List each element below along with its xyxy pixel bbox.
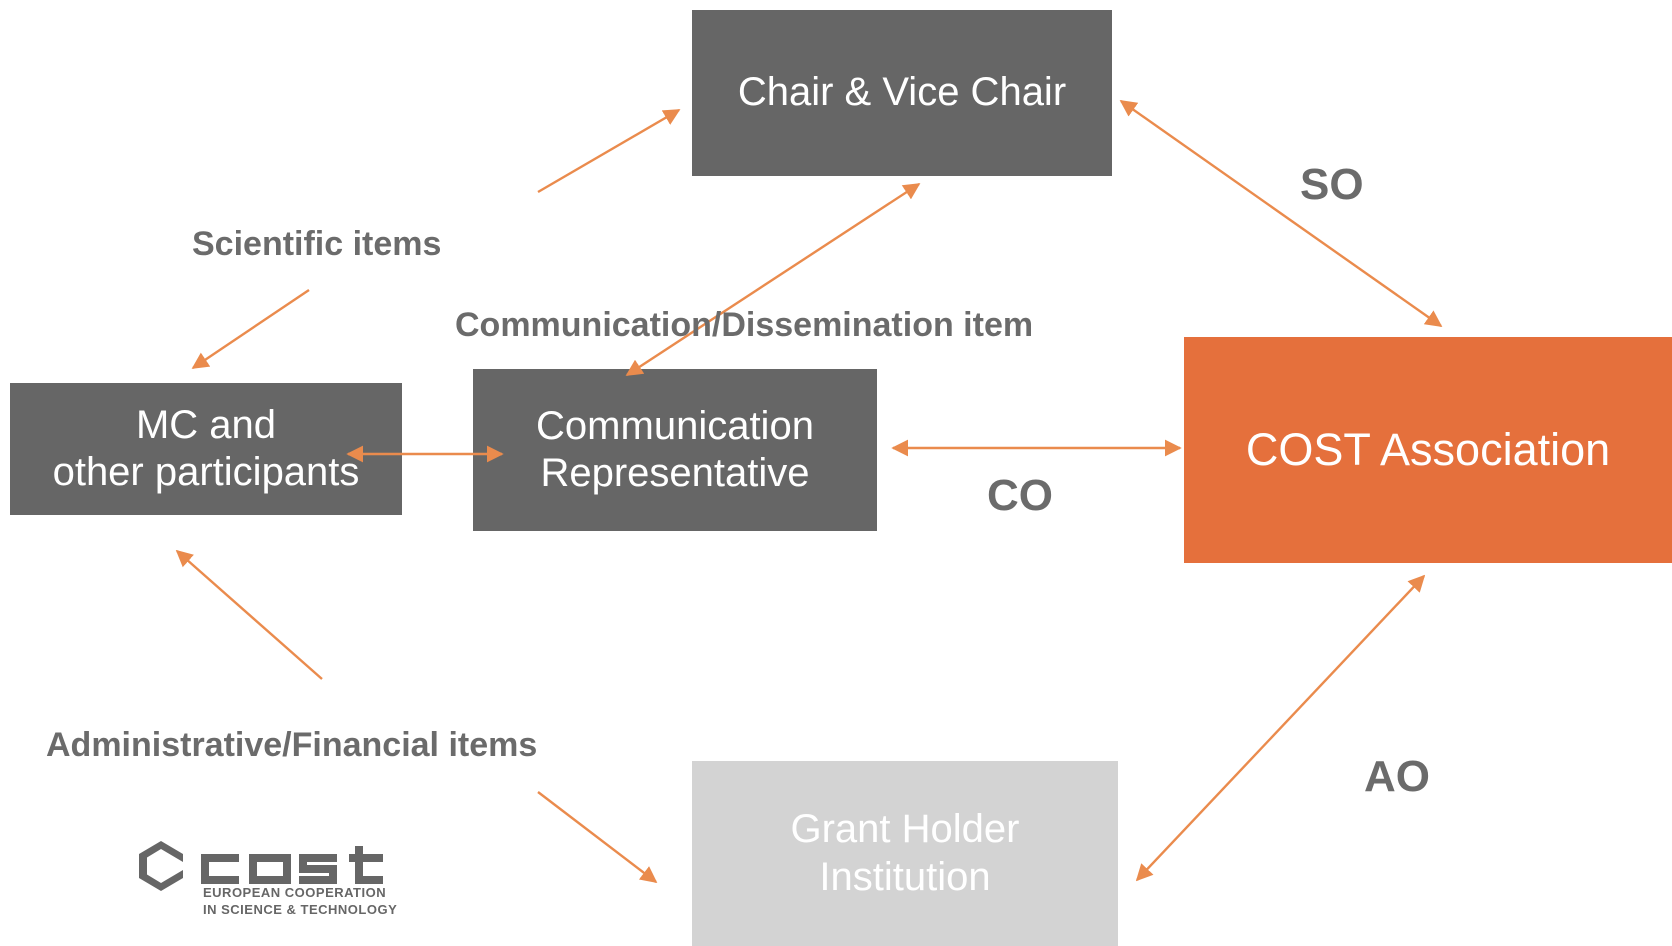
grant-holder-box: Grant Holder Institution	[692, 761, 1118, 946]
logo-tagline-line2: IN SCIENCE & TECHNOLOGY	[203, 902, 398, 917]
communication-representative-line1: Communication	[536, 403, 814, 448]
administrative-financial-label: Administrative/Financial items	[46, 726, 538, 764]
arrow-scientific-to-chair	[537, 108, 681, 194]
co-label: CO	[987, 471, 1053, 520]
logo-tagline-line1: EUROPEAN COOPERATION	[203, 885, 387, 900]
arrow-cost-grant-holder	[1135, 574, 1426, 882]
communication-dissemination-label: Communication/Dissemination item	[455, 306, 1034, 344]
so-label: SO	[1300, 160, 1364, 209]
grant-holder-line1: Grant Holder	[790, 807, 1020, 852]
communication-representative-box: Communication Representative	[473, 369, 877, 531]
grant-holder-line2: Institution	[819, 854, 991, 899]
hexagon-icon	[139, 841, 183, 891]
mc-participants-line1: MC and	[135, 402, 277, 447]
arrow-admin-to-grant-holder	[537, 791, 658, 884]
arrow-scientific-to-mc	[191, 289, 310, 369]
mc-participants-line2: other participants	[52, 450, 360, 494]
cost-association-box: COST Association	[1184, 337, 1672, 563]
arrow-admin-to-mc	[175, 549, 323, 680]
arrow-chair-cost	[1119, 100, 1443, 327]
cost-association-label: COST Association	[1245, 424, 1611, 476]
cost-logo-mark	[139, 841, 383, 891]
scientific-items-label: Scientific items	[192, 225, 442, 263]
communication-representative-line2: Representative	[540, 451, 810, 495]
ao-label: AO	[1364, 752, 1430, 801]
chair-vice-chair-label: Chair & Vice Chair	[737, 70, 1067, 115]
mc-participants-box: MC and other participants	[10, 383, 402, 515]
chair-vice-chair-box: Chair & Vice Chair	[692, 10, 1112, 176]
arrow-chair-comm-rep	[625, 182, 921, 377]
